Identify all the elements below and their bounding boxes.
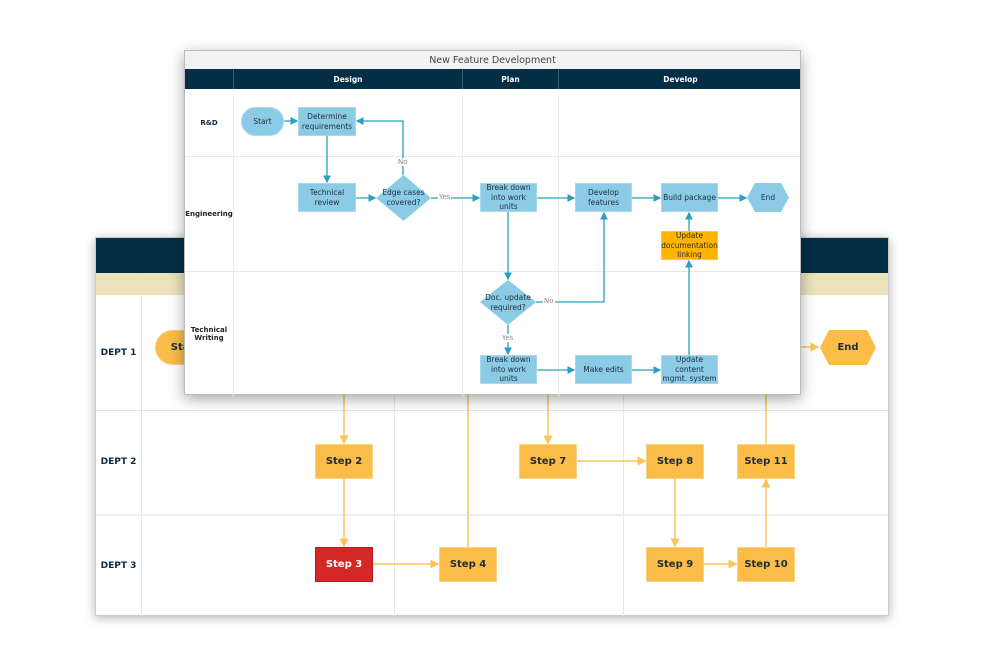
divider (462, 89, 463, 396)
step-7[interactable]: Step 7 (519, 444, 577, 479)
phase-plan: Plan (462, 69, 558, 89)
connector (355, 117, 404, 175)
divider (394, 295, 395, 616)
lane-engineering: Engineering (185, 209, 233, 218)
edge-cases-node[interactable]: Edge cases covered? (382, 187, 425, 207)
divider (558, 89, 559, 396)
diagram-title: New Feature Development (185, 51, 800, 69)
step-8[interactable]: Step 8 (646, 444, 704, 479)
step-9[interactable]: Step 9 (646, 547, 704, 582)
step-3[interactable]: Step 3 (315, 547, 373, 582)
edge-label-no: No (543, 297, 555, 305)
edge-label-yes: Yes (501, 334, 515, 342)
divider (623, 295, 624, 616)
develop-features-node[interactable]: Develop features (575, 183, 632, 212)
doc-update-node[interactable]: Doc. update required? (485, 292, 531, 312)
break-down-node[interactable]: Break down into work units (480, 183, 537, 212)
step-11[interactable]: Step 11 (737, 444, 795, 479)
determine-requirements-node[interactable]: Determine requirements (298, 107, 356, 136)
end-terminal[interactable]: End (837, 342, 859, 353)
make-edits-node[interactable]: Make edits (575, 355, 632, 384)
update-content-node[interactable]: Update content mgmt. system (661, 354, 718, 384)
lane-rnd: R&D (200, 118, 218, 127)
step-2[interactable]: Step 2 (315, 444, 373, 479)
end-terminal-shape (820, 330, 876, 365)
doc-update-diamond (480, 280, 536, 325)
technical-review-node[interactable]: Technical review (298, 183, 356, 212)
update-documentation-node[interactable]: Update documentation linking (661, 230, 718, 260)
front-diagram-window: New Feature Development Design Plan Deve… (184, 50, 802, 396)
lane-dept-2: DEPT 2 (100, 457, 137, 467)
divider (96, 514, 888, 516)
phase-develop: Develop (558, 69, 802, 89)
end-node[interactable]: End (760, 192, 776, 202)
edge-label-no: No (397, 158, 409, 166)
lane-technical-writing: Technical Writing (190, 325, 228, 342)
divider (185, 271, 800, 272)
phase-design: Design (233, 69, 462, 89)
end-hexagon (747, 183, 789, 212)
edge-label-yes: Yes (438, 193, 452, 201)
edge-cases-diamond (376, 175, 431, 221)
break-down-2-node[interactable]: Break down into work units (480, 355, 537, 384)
connector (536, 211, 608, 303)
divider (141, 273, 142, 616)
front-header-bar (185, 69, 800, 89)
step-4[interactable]: Step 4 (439, 547, 497, 582)
start-node[interactable]: Start (241, 107, 284, 136)
step-10[interactable]: Step 10 (737, 547, 795, 582)
divider (233, 89, 234, 396)
build-package-node[interactable]: Build package (661, 183, 718, 212)
divider (185, 156, 800, 157)
divider (96, 410, 888, 411)
lane-dept-1: DEPT 1 (100, 347, 137, 358)
lane-dept-3: DEPT 3 (100, 560, 137, 571)
